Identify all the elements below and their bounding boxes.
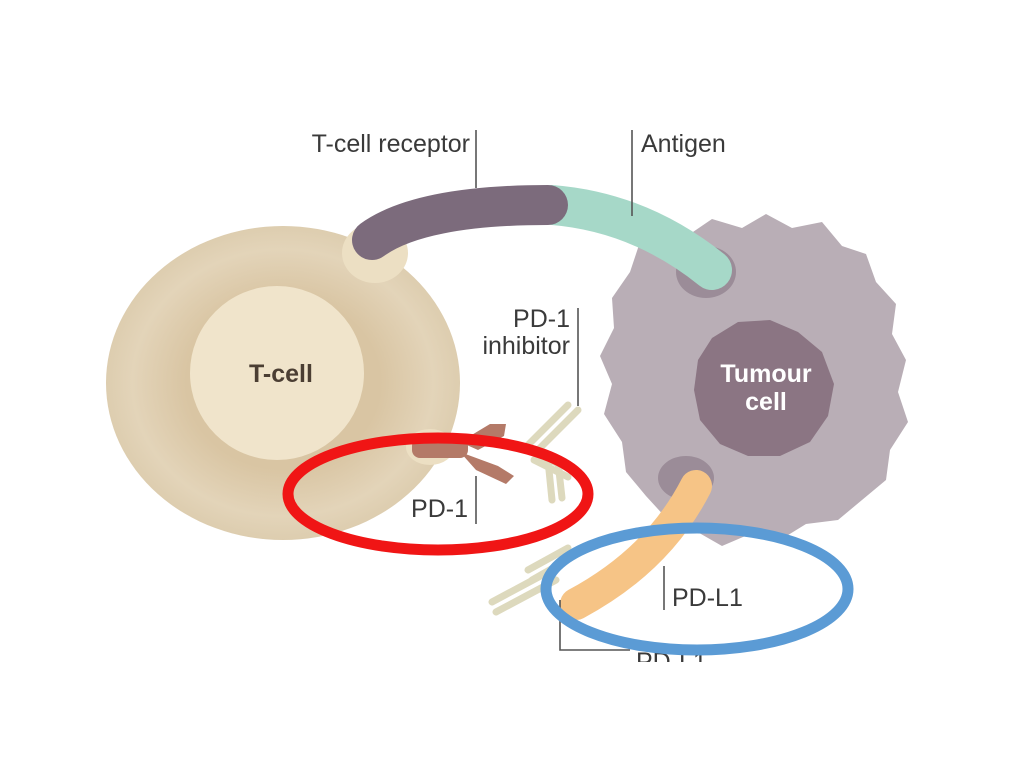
tumour-label-line2: cell xyxy=(745,388,787,416)
antigen-molecule xyxy=(532,185,732,290)
t-cell-receptor-molecule xyxy=(352,185,568,260)
tumour-cell: Tumour cell xyxy=(600,214,908,546)
tcr-antigen-complex xyxy=(352,185,732,290)
pd-l1-molecule xyxy=(560,470,712,620)
pd-l1-label: PD-L1 xyxy=(672,584,743,612)
t-cell-receptor-label: T-cell receptor xyxy=(312,130,470,158)
t-cell-label: T-cell xyxy=(249,360,313,388)
pd-1-label: PD-1 xyxy=(411,495,468,523)
tumour-label-line1: Tumour xyxy=(720,360,811,388)
bottom-mask xyxy=(0,662,1024,768)
tumour-nucleus xyxy=(694,320,834,456)
antigen-label: Antigen xyxy=(641,130,726,158)
pd-1-highlight-ring xyxy=(282,432,594,556)
pd-l1-highlight-ring xyxy=(540,522,854,656)
pd-1-inhibitor-label-line1: PD-1 xyxy=(513,305,570,333)
t-cell-nucleus xyxy=(190,286,364,460)
pd-1-inhibitor-label-line2: inhibitor xyxy=(482,332,570,360)
